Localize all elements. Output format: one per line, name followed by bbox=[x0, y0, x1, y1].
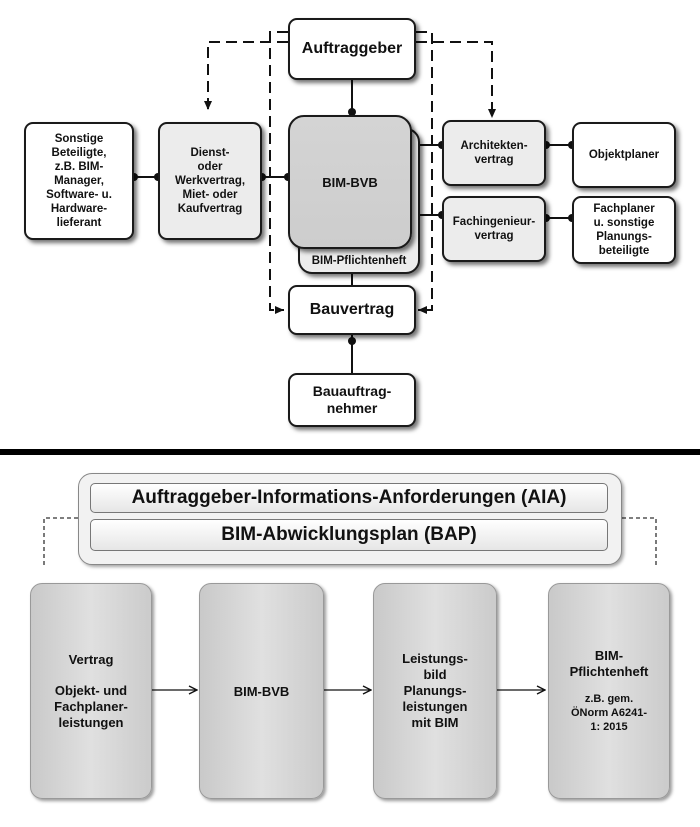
fachingenieurvertrag-box: Fachingenieur- vertrag bbox=[442, 196, 546, 262]
dashed-arrows bbox=[204, 31, 496, 314]
auftraggeber-box: Auftraggeber bbox=[288, 18, 416, 80]
vertrag-box: Vertrag Objekt- und Fachplaner- leistung… bbox=[30, 583, 152, 799]
bim-bvb-flow-box: BIM-BVB bbox=[199, 583, 324, 799]
bim-pflichtenheft-label: BIM-Pflichtenheft bbox=[311, 255, 407, 267]
objektplaner-box: Objektplaner bbox=[572, 122, 676, 188]
aia-bar: Auftraggeber-Informations-Anforderungen … bbox=[90, 483, 608, 513]
pflichtenheft-subtitle: z.B. gem. ÖNorm A6241- 1: 2015 bbox=[570, 693, 647, 733]
leistungsbild-label: Leistungs- bild Planungs- leistungen mit… bbox=[402, 651, 468, 730]
leistungsbild-box: Leistungs- bild Planungs- leistungen mit… bbox=[373, 583, 497, 799]
objektplaner-label: Objektplaner bbox=[588, 149, 660, 161]
pflichtenheft-title: BIM- Pflichtenheft bbox=[569, 648, 649, 679]
dienstvertrag-box: Dienst- oder Werkvertrag, Miet- oder Kau… bbox=[158, 122, 262, 240]
bim-pflichtenheft-flow-box: BIM- Pflichtenheft z.B. gem. ÖNorm A6241… bbox=[548, 583, 670, 799]
vertrag-title: Vertrag bbox=[68, 651, 114, 667]
bap-bar: BIM-Abwicklungsplan (BAP) bbox=[90, 519, 608, 551]
auftraggeber-label: Auftraggeber bbox=[301, 40, 403, 57]
fachingenieurvertrag-label: Fachingenieur- vertrag bbox=[452, 216, 536, 242]
bap-label: BIM-Abwicklungsplan (BAP) bbox=[221, 524, 477, 545]
fachplaner-label: Fachplaner u. sonstige Planungs- beteili… bbox=[593, 203, 655, 257]
sonstige-beteiligte-label: Sonstige Beteiligte, z.B. BIM- Manager, … bbox=[46, 133, 112, 229]
bauvertrag-label: Bauvertrag bbox=[309, 301, 395, 318]
bim-bvb-label: BIM-BVB bbox=[322, 174, 378, 190]
bim-bvb-flow-label: BIM-BVB bbox=[233, 683, 290, 699]
dienstvertrag-label: Dienst- oder Werkvertrag, Miet- oder Kau… bbox=[174, 147, 246, 215]
bauauftragnehmer-label: Bauauftrag- nehmer bbox=[312, 383, 392, 416]
dashed-brackets bbox=[43, 517, 657, 566]
aia-label: Auftraggeber-Informations-Anforderungen … bbox=[131, 487, 567, 508]
architektenvertrag-label: Architekten- vertrag bbox=[460, 140, 528, 166]
bauvertrag-box: Bauvertrag bbox=[288, 285, 416, 335]
architektenvertrag-box: Architekten- vertrag bbox=[442, 120, 546, 186]
fachplaner-box: Fachplaner u. sonstige Planungs- beteili… bbox=[572, 196, 676, 264]
bim-bvb-box: BIM-BVB bbox=[288, 115, 412, 249]
bauauftragnehmer-box: Bauauftrag- nehmer bbox=[288, 373, 416, 427]
sonstige-beteiligte-box: Sonstige Beteiligte, z.B. BIM- Manager, … bbox=[24, 122, 134, 240]
vertrag-subtitle: Objekt- und Fachplaner- leistungen bbox=[54, 682, 128, 730]
